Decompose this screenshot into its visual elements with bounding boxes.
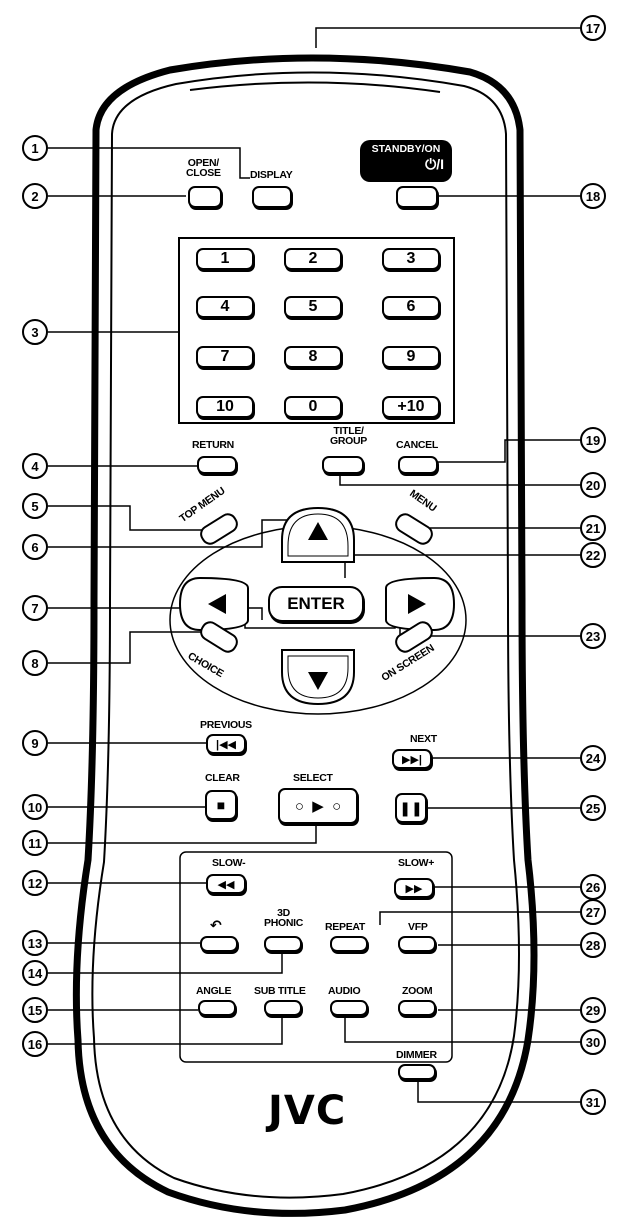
cancel-button[interactable]: [398, 456, 438, 474]
standby-on-label: STANDBY/ON: [371, 143, 441, 155]
keypad-button-2[interactable]: 2: [284, 248, 342, 270]
callout-7: 7: [22, 595, 48, 621]
callout-20: 20: [580, 472, 606, 498]
slow-reverse-button[interactable]: ◀◀: [206, 874, 246, 894]
keypad-button-7[interactable]: 7: [196, 346, 254, 368]
audio-button[interactable]: [330, 1000, 368, 1016]
callout-26: 26: [580, 874, 606, 900]
callout-14: 14: [22, 960, 48, 986]
angle-button[interactable]: [198, 1000, 236, 1016]
callout-18: 18: [580, 183, 606, 209]
callout-30: 30: [580, 1029, 606, 1055]
callout-3: 3: [22, 319, 48, 345]
resume-icon: ↶: [210, 917, 222, 933]
callout-22: 22: [580, 542, 606, 568]
title-group-label: TITLE/ GROUP: [330, 425, 368, 447]
callout-25: 25: [580, 795, 606, 821]
title-group-button[interactable]: [322, 456, 364, 474]
callout-8: 8: [22, 650, 48, 676]
power-icon: ⏻/I: [425, 156, 444, 172]
keypad-button-8[interactable]: 8: [284, 346, 342, 368]
callout-9: 9: [22, 730, 48, 756]
keypad-button-0[interactable]: 0: [284, 396, 342, 418]
callout-19: 19: [580, 427, 606, 453]
keypad-button-10[interactable]: 10: [196, 396, 254, 418]
stop-button[interactable]: ■: [205, 790, 237, 820]
vfp-button[interactable]: [398, 936, 436, 952]
enter-button[interactable]: ENTER: [268, 586, 364, 622]
callout-29: 29: [580, 997, 606, 1023]
callout-27: 27: [580, 899, 606, 925]
play-icon: ○ ▶ ○: [294, 798, 342, 815]
previous-label: PREVIOUS: [200, 719, 252, 731]
keypad-button-9[interactable]: 9: [382, 346, 440, 368]
dimmer-label: DIMMER: [396, 1049, 437, 1061]
next-button[interactable]: ▶▶|: [392, 749, 432, 769]
keypad-button-plus10[interactable]: +10: [382, 396, 440, 418]
subtitle-label: SUB TITLE: [254, 985, 306, 997]
open-close-label: OPEN/ CLOSE: [186, 157, 221, 179]
keypad-button-5[interactable]: 5: [284, 296, 342, 318]
display-button[interactable]: [252, 186, 292, 208]
callout-11: 11: [22, 830, 48, 856]
standby-on-button[interactable]: [396, 186, 438, 208]
callout-10: 10: [22, 794, 48, 820]
callout-15: 15: [22, 997, 48, 1023]
play-select-button[interactable]: ○ ▶ ○: [278, 788, 358, 824]
audio-label: AUDIO: [328, 985, 361, 997]
callout-28: 28: [580, 932, 606, 958]
slow-forward-button[interactable]: ▶▶: [394, 878, 434, 898]
select-label: SELECT: [293, 772, 333, 784]
zoom-label: ZOOM: [402, 985, 433, 997]
dimmer-button[interactable]: [398, 1064, 436, 1080]
3d-phonic-label: 3D PHONIC: [264, 907, 304, 929]
keypad-button-4[interactable]: 4: [196, 296, 254, 318]
pause-button[interactable]: ❚❚: [395, 793, 427, 823]
slow-plus-label: SLOW+: [398, 857, 435, 869]
display-label: DISPLAY: [250, 169, 293, 181]
zoom-button[interactable]: [398, 1000, 436, 1016]
keypad-button-1[interactable]: 1: [196, 248, 254, 270]
angle-label: ANGLE: [196, 985, 232, 997]
subtitle-button[interactable]: [264, 1000, 302, 1016]
callout-5: 5: [22, 493, 48, 519]
cancel-label: CANCEL: [396, 439, 438, 451]
callout-4: 4: [22, 453, 48, 479]
callout-13: 13: [22, 930, 48, 956]
callout-16: 16: [22, 1031, 48, 1057]
slow-minus-label: SLOW-: [212, 857, 246, 869]
standby-on-panel: STANDBY/ON ⏻/I: [360, 140, 452, 182]
keypad-button-6[interactable]: 6: [382, 296, 440, 318]
pause-icon: ❚❚: [399, 799, 423, 816]
callout-17: 17: [580, 15, 606, 41]
callout-31: 31: [580, 1089, 606, 1115]
resume-button[interactable]: [200, 936, 238, 952]
callout-24: 24: [580, 745, 606, 771]
callout-21: 21: [580, 515, 606, 541]
jvc-logo: JVC: [268, 1088, 347, 1134]
callout-2: 2: [22, 183, 48, 209]
callout-6: 6: [22, 534, 48, 560]
repeat-button[interactable]: [330, 936, 368, 952]
return-label: RETURN: [192, 439, 234, 451]
repeat-label: REPEAT: [325, 921, 366, 933]
previous-button[interactable]: |◀◀: [206, 734, 246, 754]
keypad-button-3[interactable]: 3: [382, 248, 440, 270]
clear-label: CLEAR: [205, 772, 240, 784]
vfp-label: VFP: [408, 921, 428, 933]
callout-1: 1: [22, 135, 48, 161]
next-label: NEXT: [410, 733, 437, 745]
callout-12: 12: [22, 870, 48, 896]
return-button[interactable]: [197, 456, 237, 474]
open-close-button[interactable]: [188, 186, 222, 208]
callout-23: 23: [580, 623, 606, 649]
3d-phonic-button[interactable]: [264, 936, 302, 952]
